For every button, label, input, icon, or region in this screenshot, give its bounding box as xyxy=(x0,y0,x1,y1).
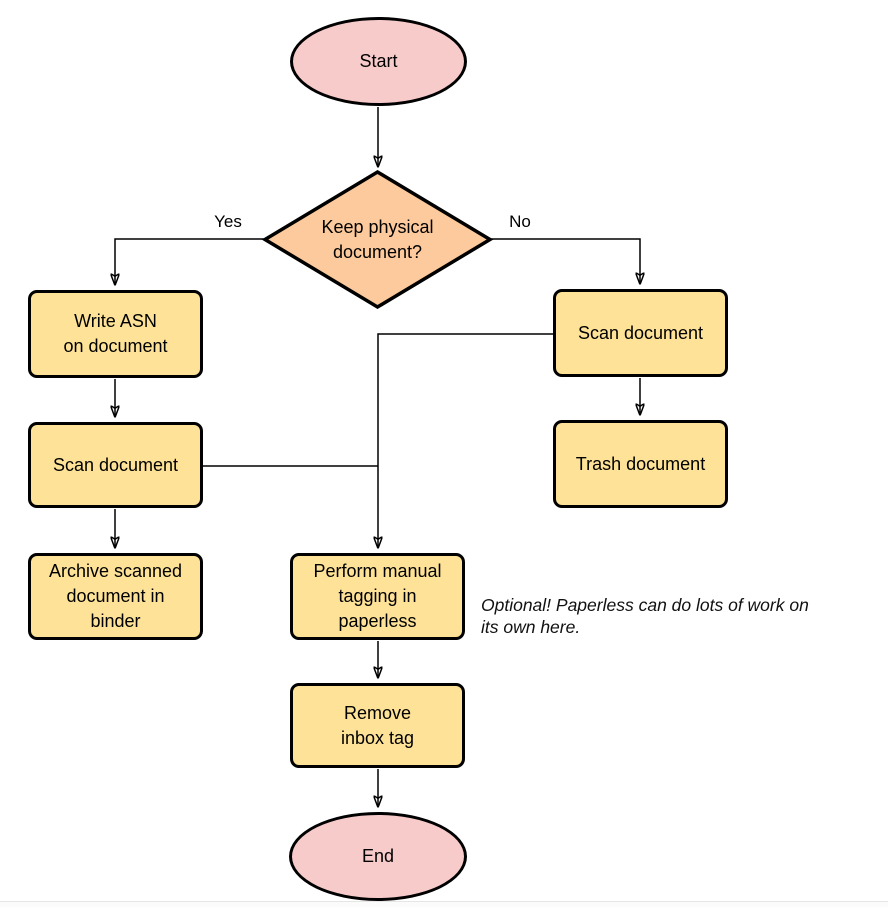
edge-label-yes: Yes xyxy=(214,212,242,231)
node-keep-physical-document: Keep physical document? xyxy=(261,169,494,310)
diamond-shape xyxy=(261,169,494,310)
node-keep-physical-document-label: Keep physical document? xyxy=(321,216,434,262)
node-write-asn: Write ASN on document xyxy=(28,290,203,378)
edge-decision-yes xyxy=(115,238,265,285)
node-scan-document-left-label: Scan document xyxy=(52,454,179,475)
node-manual-tagging: Perform manual tagging in paperless xyxy=(290,553,465,640)
node-archive-scanned-label: Archive scanned document in binder xyxy=(48,561,183,631)
node-write-asn-label: Write ASN on document xyxy=(63,311,168,356)
node-end-label: End xyxy=(361,846,395,866)
optional-note: Optional! Paperless can do lots of work … xyxy=(481,595,809,637)
node-scan-document-left: Scan document xyxy=(28,422,203,508)
node-trash-document: Trash document xyxy=(553,420,728,508)
node-start: Start xyxy=(290,17,467,106)
node-end: End xyxy=(289,812,467,901)
node-start-label: Start xyxy=(359,51,398,71)
edge-label-no: No xyxy=(509,212,531,231)
node-scan-document-right-label: Scan document xyxy=(577,322,704,343)
page-bottom-divider xyxy=(0,901,888,907)
node-remove-inbox-tag-label: Remove inbox tag xyxy=(340,702,415,748)
node-scan-document-right: Scan document xyxy=(553,289,728,377)
node-archive-scanned: Archive scanned document in binder xyxy=(28,553,203,640)
edge-scanright-to-tagging xyxy=(378,333,553,548)
node-trash-document-label: Trash document xyxy=(575,453,706,474)
node-remove-inbox-tag: Remove inbox tag xyxy=(290,683,465,768)
edge-decision-no xyxy=(490,238,640,284)
node-manual-tagging-label: Perform manual tagging in paperless xyxy=(313,561,442,631)
